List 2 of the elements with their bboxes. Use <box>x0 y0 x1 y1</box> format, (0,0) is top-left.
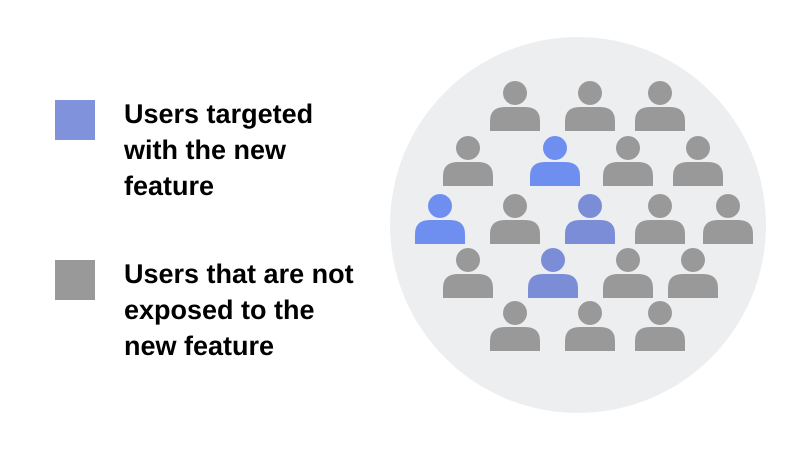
legend-text: Users targeted with the new feature <box>124 98 314 203</box>
legend-text: Users that are not exposed to the new feature <box>124 258 355 363</box>
